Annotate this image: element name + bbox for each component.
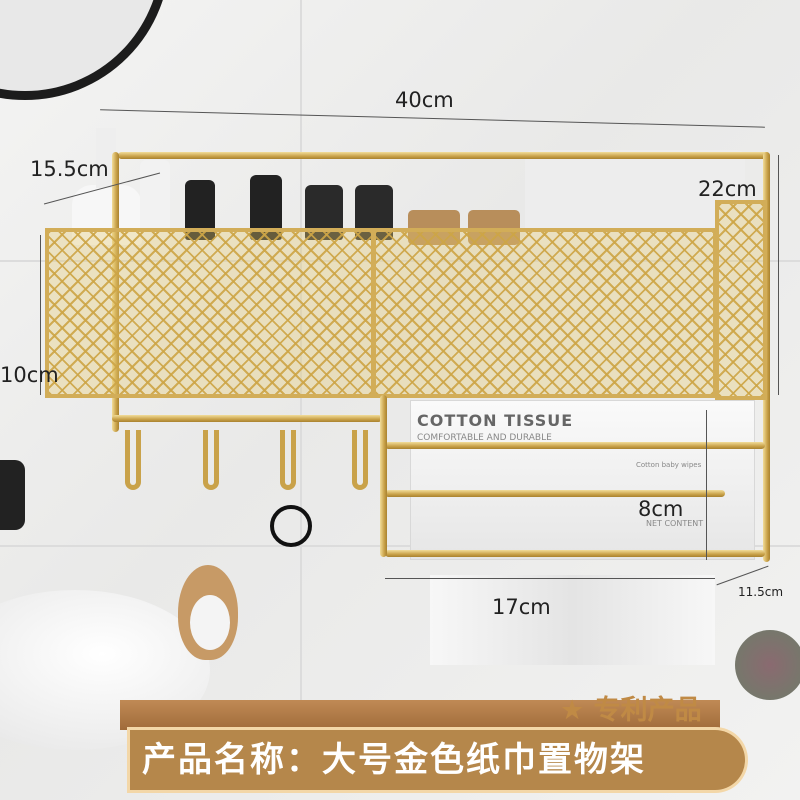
star-icon: ★ — [560, 695, 585, 726]
mesh-basket-side — [715, 200, 767, 400]
tissue-side-text: Cotton baby wipes — [636, 461, 702, 469]
hook — [125, 430, 141, 490]
product-name-banner: 产品名称：大号金色纸巾置物架 — [130, 730, 745, 790]
dark-object — [0, 460, 25, 530]
round-mirror — [0, 0, 170, 100]
tissue-frame-post — [380, 395, 387, 557]
tissue-title: COTTON TISSUE — [417, 411, 574, 430]
hook — [280, 430, 296, 490]
succulent-plant — [735, 630, 800, 700]
patent-label: 专利产品 — [593, 695, 702, 726]
hook — [203, 430, 219, 490]
mesh-basket-left — [45, 228, 375, 398]
tissue-rail — [385, 550, 765, 557]
wooden-counter — [120, 700, 720, 730]
hook-rail — [112, 415, 382, 422]
tissue-depth-label: 11.5cm — [738, 585, 784, 599]
tissue-subtitle: COMFORTABLE AND DURABLE — [417, 433, 552, 443]
tissue-net-content: NET CONTENT — [646, 519, 704, 528]
height-dim-line — [778, 155, 779, 395]
height-label: 22cm — [698, 177, 757, 201]
wall-tile-seam — [0, 545, 800, 547]
top-rail — [118, 152, 770, 159]
tissue-width-label: 17cm — [492, 595, 551, 619]
mesh-basket-right — [372, 228, 717, 398]
hook — [352, 430, 368, 490]
depth-label: 15.5cm — [30, 157, 109, 181]
tissue-rail — [385, 490, 725, 497]
tissue-depth-dim-line — [716, 565, 769, 586]
patent-badge: ★ 专利产品 — [560, 688, 702, 727]
tissue-box: COTTON TISSUE COMFORTABLE AND DURABLE Co… — [410, 400, 755, 560]
tissue-height-label: 8cm — [638, 497, 684, 521]
tissue-rail — [385, 442, 765, 449]
width-label: 40cm — [395, 88, 454, 112]
tissue-height-dim-line — [706, 410, 707, 560]
tissue-width-dim-line — [385, 578, 715, 579]
pump-head — [96, 128, 116, 188]
width-dim-line — [100, 109, 765, 128]
brush-bristles — [190, 595, 230, 650]
hanging-tissue — [430, 575, 715, 665]
basket-dim-line — [40, 235, 41, 395]
basket-height-label: 10cm — [0, 363, 59, 387]
hair-tie — [270, 505, 312, 547]
